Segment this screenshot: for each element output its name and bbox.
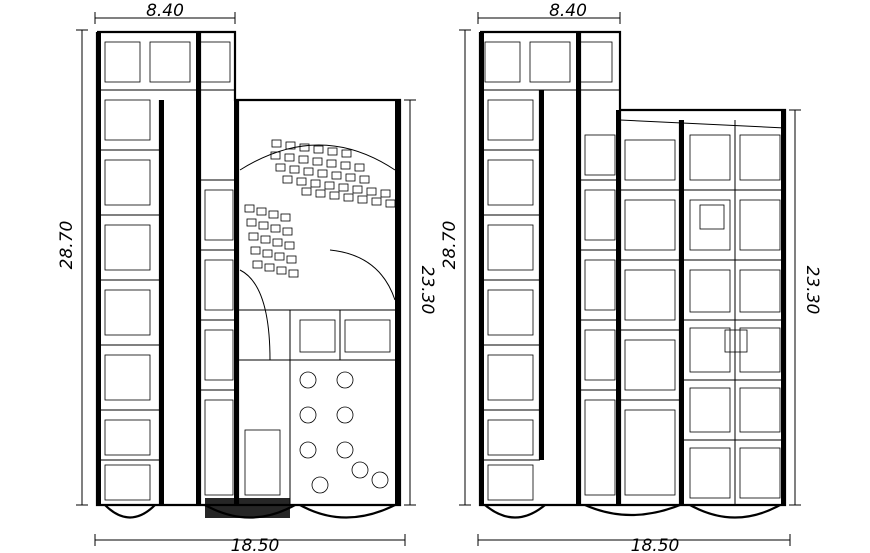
auditorium-seat — [244, 204, 255, 213]
right-building-outline — [478, 30, 787, 519]
auditorium-seat — [357, 195, 368, 204]
auditorium-seat — [338, 183, 349, 192]
auditorium-seat — [258, 221, 269, 230]
auditorium-seat — [324, 181, 335, 190]
cafe-table — [336, 441, 354, 459]
auditorium-seat — [248, 232, 259, 241]
auditorium-seat — [276, 266, 287, 275]
right-furniture — [484, 41, 781, 501]
auditorium-seat — [250, 246, 261, 255]
auditorium-seat — [317, 169, 328, 178]
auditorium-seat — [354, 163, 365, 172]
cafe-table — [371, 471, 389, 489]
auditorium-seat — [359, 175, 370, 184]
auditorium-seat — [256, 207, 267, 216]
auditorium-seat — [327, 147, 338, 156]
left-floor-plan: 8.40 28.70 23.30 18.50 — [57, 1, 437, 553]
auditorium-seat — [284, 241, 295, 250]
auditorium-seat — [286, 255, 297, 264]
left-bottom-dimension: 18.50 — [94, 534, 406, 553]
left-right-dimension: 23.30 — [404, 99, 437, 506]
auditorium-seat — [312, 157, 323, 166]
cafe-table — [299, 441, 317, 459]
left-right-dimension-label: 23.30 — [417, 266, 437, 315]
auditorium-seat — [252, 260, 263, 269]
auditorium-seat — [352, 185, 363, 194]
auditorium-seat — [280, 213, 291, 222]
left-auditorium-seating — [244, 139, 396, 278]
left-building-outline — [95, 30, 402, 519]
auditorium-seat — [264, 263, 275, 272]
auditorium-seat — [260, 235, 271, 244]
auditorium-seat — [371, 197, 382, 206]
auditorium-seat — [380, 189, 391, 198]
auditorium-seat — [385, 199, 396, 208]
auditorium-seat — [303, 167, 314, 176]
auditorium-seat — [343, 193, 354, 202]
right-top-dimension-label: 8.40 — [549, 1, 587, 21]
right-side-dimension: 28.70 — [440, 29, 471, 506]
auditorium-seat — [301, 187, 312, 196]
cafe-table — [299, 371, 317, 389]
left-side-dimension: 28.70 — [57, 29, 88, 506]
auditorium-seat — [274, 252, 285, 261]
auditorium-seat — [329, 191, 340, 200]
auditorium-seat — [341, 149, 352, 158]
left-top-dimension-label: 8.40 — [146, 1, 184, 21]
left-bottom-dimension-label: 18.50 — [231, 536, 280, 553]
auditorium-seat — [289, 165, 300, 174]
left-furniture — [104, 41, 391, 501]
cafe-table — [351, 461, 369, 479]
auditorium-seat — [285, 141, 296, 150]
auditorium-seat — [268, 210, 279, 219]
right-side-dimension-label: 28.70 — [440, 221, 460, 270]
auditorium-seat — [366, 187, 377, 196]
auditorium-seat — [345, 173, 356, 182]
left-cafe-tables — [299, 371, 389, 494]
auditorium-seat — [271, 139, 282, 148]
auditorium-seat — [282, 175, 293, 184]
auditorium-seat — [270, 224, 281, 233]
right-bottom-dimension-label: 18.50 — [631, 536, 680, 553]
auditorium-seat — [262, 249, 273, 258]
cafe-table — [336, 406, 354, 424]
auditorium-seat — [340, 161, 351, 170]
auditorium-seat — [315, 189, 326, 198]
auditorium-seat — [331, 171, 342, 180]
auditorium-seat — [284, 153, 295, 162]
auditorium-seat — [288, 269, 299, 278]
auditorium-seat — [296, 177, 307, 186]
auditorium-seat — [326, 159, 337, 168]
right-floor-plan: 8.40 28.70 23.30 18.50 — [440, 1, 822, 553]
auditorium-seat — [310, 179, 321, 188]
auditorium-seat — [282, 227, 293, 236]
cafe-table — [336, 371, 354, 389]
auditorium-seat — [246, 218, 257, 227]
right-right-dimension-label: 23.30 — [802, 266, 822, 315]
auditorium-seat — [270, 151, 281, 160]
auditorium-seat — [298, 155, 309, 164]
auditorium-seat — [272, 238, 283, 247]
right-bottom-dimension: 18.50 — [477, 534, 791, 553]
left-wall-marks — [97, 32, 400, 518]
right-top-dimension: 8.40 — [477, 1, 621, 24]
right-right-dimension: 23.30 — [789, 109, 822, 506]
right-wall-marks — [480, 32, 785, 505]
cafe-table — [311, 476, 329, 494]
left-side-dimension-label: 28.70 — [57, 221, 77, 270]
auditorium-seat — [275, 163, 286, 172]
left-top-dimension: 8.40 — [94, 1, 236, 24]
auditorium-seat — [299, 143, 310, 152]
auditorium-seat — [313, 145, 324, 154]
cafe-table — [299, 406, 317, 424]
